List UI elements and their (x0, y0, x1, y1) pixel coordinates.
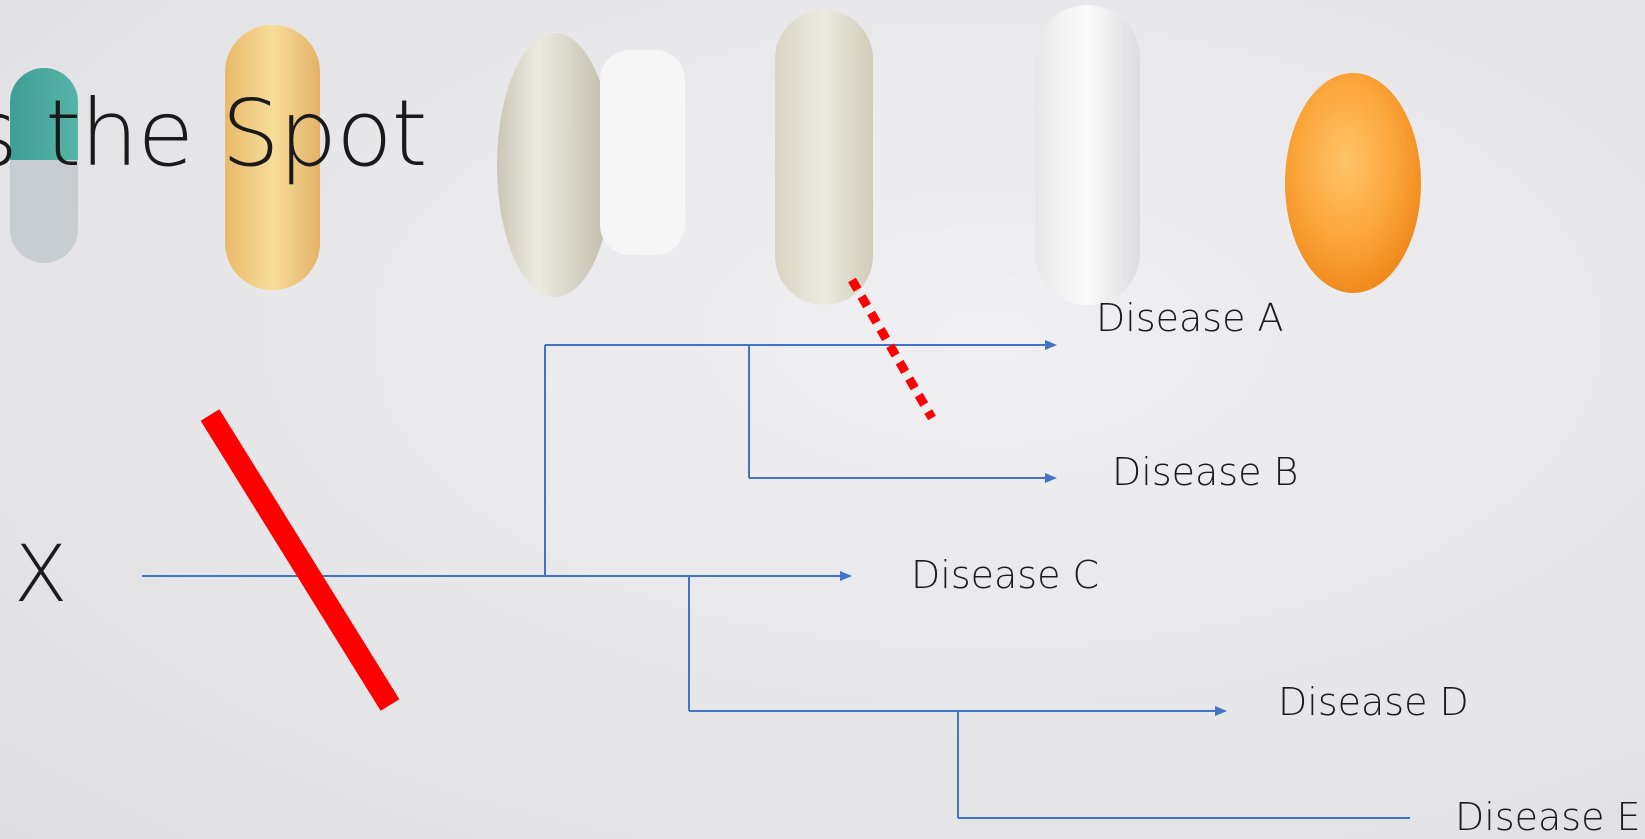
block-mark-solid (210, 415, 390, 705)
label-disease-b: Disease B (1112, 450, 1298, 494)
label-disease-c: Disease C (911, 553, 1099, 597)
label-disease-e: Disease E (1455, 795, 1641, 839)
label-disease-a: Disease A (1096, 296, 1284, 340)
label-disease-d: Disease D (1278, 680, 1469, 724)
block-mark-dashed (852, 280, 932, 418)
